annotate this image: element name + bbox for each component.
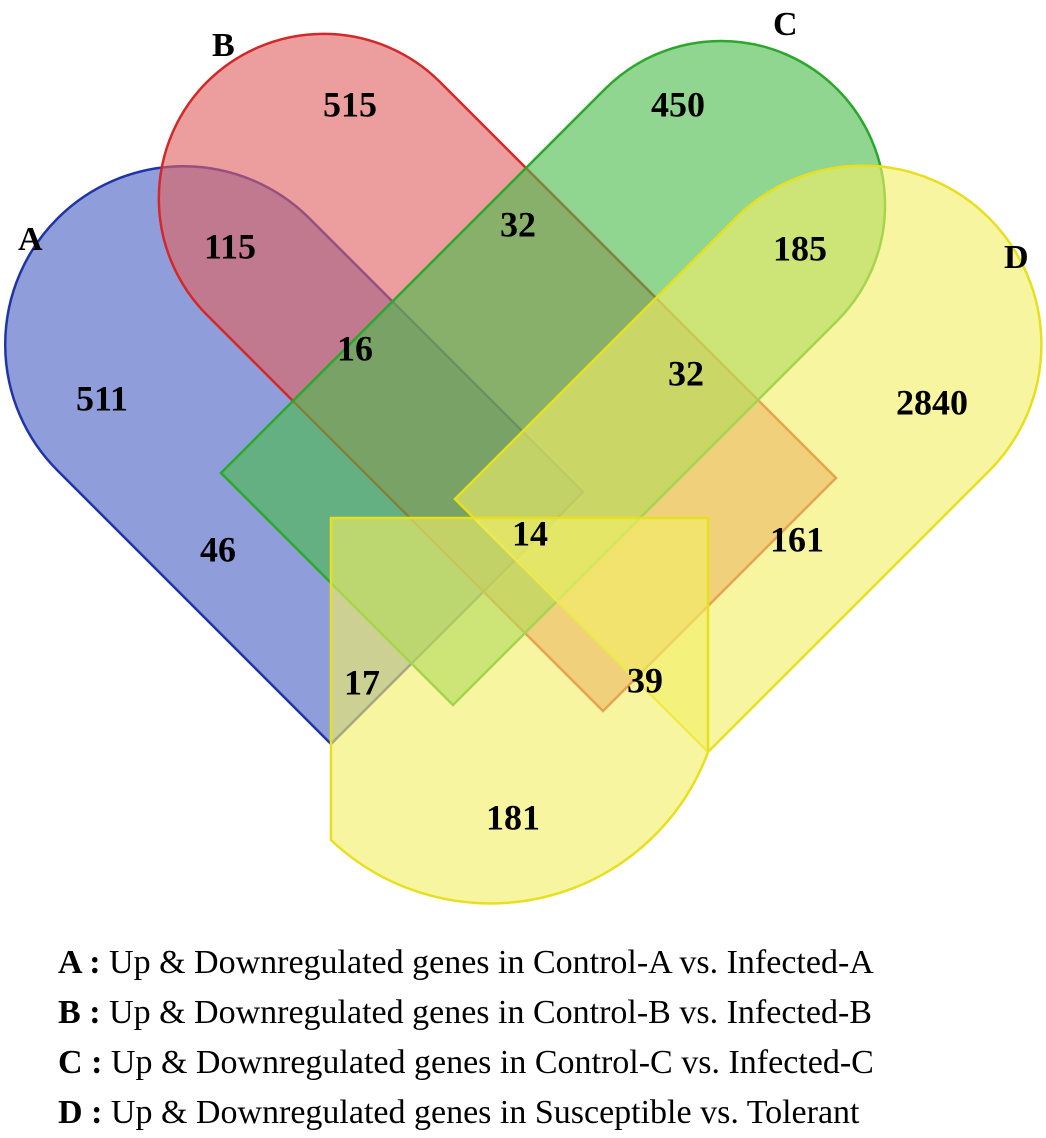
legend-row-d: D : Up & Downregulated genes in Suscepti…: [58, 1088, 874, 1138]
legend-key-b: B: [58, 994, 81, 1031]
legend-row-b: B : Up & Downregulated genes in Control-…: [58, 988, 874, 1038]
legend-desc-b: Up & Downregulated genes in Control-B vs…: [109, 994, 872, 1031]
legend: A : Up & Downregulated genes in Control-…: [58, 938, 874, 1138]
legend-desc-d: Up & Downregulated genes in Susceptible …: [110, 1094, 860, 1131]
legend-sep-d: :: [82, 1094, 111, 1131]
region-bcd: 32: [668, 353, 704, 393]
region-acd: 17: [344, 662, 380, 702]
legend-sep-b: :: [80, 994, 110, 1031]
legend-row-a: A : Up & Downregulated genes in Control-…: [58, 938, 874, 988]
legend-key-d: D: [58, 1094, 83, 1131]
region-abd: 39: [627, 660, 663, 700]
legend-desc-a: Up & Downregulated genes in Control-A vs…: [109, 944, 874, 981]
legend-sep-c: :: [82, 1044, 111, 1081]
set-label-b: B: [212, 27, 235, 64]
region-ab: 115: [204, 226, 256, 266]
region-abcd: 14: [512, 513, 548, 553]
region-ad: 181: [486, 797, 540, 837]
region-abc: 16: [337, 328, 373, 368]
region-c: 450: [651, 84, 705, 124]
legend-key-a: A: [58, 944, 81, 981]
set-label-c: C: [773, 6, 798, 43]
region-b: 515: [323, 84, 377, 124]
legend-key-c: C: [58, 1044, 83, 1081]
set-d-lobe: [329, 516, 710, 905]
legend-desc-c: Up & Downregulated genes in Control-C vs…: [110, 1044, 874, 1081]
legend-row-c: C : Up & Downregulated genes in Control-…: [58, 1038, 874, 1088]
region-cd: 185: [773, 228, 827, 268]
set-label-a: A: [18, 221, 43, 258]
region-ac: 46: [200, 529, 236, 569]
region-bd: 161: [770, 519, 824, 559]
region-a: 511: [76, 378, 128, 418]
set-label-d: D: [1004, 239, 1029, 276]
legend-sep-a: :: [80, 944, 110, 981]
venn-diagram: A B C D 511 515 450 2840 115 32 185 46 1…: [3, 6, 1043, 905]
region-bc: 32: [500, 204, 536, 244]
region-d: 2840: [896, 382, 968, 422]
